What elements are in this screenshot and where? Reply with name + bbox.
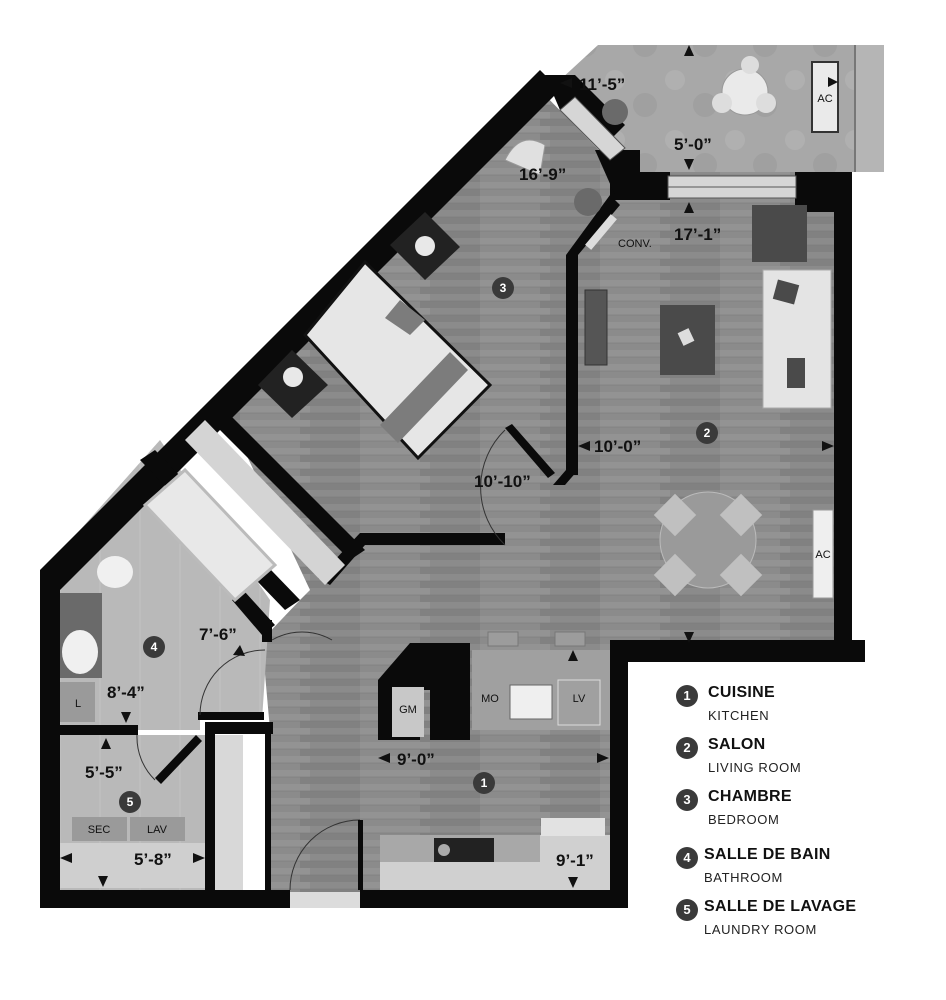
room-badges: 1 2 3 4 5 (119, 277, 718, 813)
door-leaves (155, 424, 555, 908)
mo-label: MO (481, 693, 499, 705)
dim-living-width: 10’-0” (594, 437, 641, 456)
legend-name-fr: SALLE DE LAVAGE (704, 898, 857, 915)
kitchen-fixtures: GM MO LV (380, 631, 610, 890)
plant-icon (574, 188, 602, 216)
dimensions: 11’-5” 5’-0” 16’-9” 17’-1” 10’-0” 10’-10… (60, 45, 838, 888)
room-badge-1: 1 (473, 772, 495, 794)
conv-label: CONV. (618, 238, 652, 250)
dim-balcony-width: 11’-5” (579, 75, 625, 94)
living-furniture: CONV. AC (584, 205, 834, 599)
room-badge-2: 2 (696, 422, 718, 444)
legend-name-en: BATHROOM (704, 870, 783, 885)
gm-label: GM (399, 704, 417, 716)
dim-balcony-depth: 5’-0” (674, 135, 712, 154)
dim-bedroom-length: 16’-9” (519, 165, 566, 184)
legend-item-bedroom: 3 CHAMBRE BEDROOM (676, 786, 926, 838)
legend-item-kitchen: 1 CUISINE KITCHEN (676, 682, 926, 734)
legend-badge-5: 5 (676, 899, 698, 921)
doors (136, 429, 506, 891)
legend-name-en: BEDROOM (708, 812, 780, 827)
bathroom-fixtures: L SEC LAV (60, 467, 278, 890)
toilet (97, 556, 133, 588)
legend-name-fr: CUISINE (708, 684, 775, 701)
plant-icon (602, 99, 628, 125)
legend-name-en: LAUNDRY ROOM (704, 922, 817, 937)
room-badge-4: 4 (143, 636, 165, 658)
lav-label: LAV (147, 824, 168, 836)
room-badge-5: 5 (119, 791, 141, 813)
dim-bathroom-length: 8’-4” (107, 683, 145, 702)
legend-badge-2: 2 (676, 737, 698, 759)
svg-text:4: 4 (151, 640, 158, 654)
legend-name-en: LIVING ROOM (708, 760, 802, 775)
legend-name-fr: SALLE DE BAIN (704, 846, 831, 863)
sink (509, 684, 553, 720)
closet-shelf (185, 420, 345, 585)
legend-item-laundry-room: 5 SALLE DE LAVAGE LAUNDRY ROOM (676, 896, 926, 948)
dim-living-length: 17’-1” (674, 225, 721, 244)
room-badge-3: 3 (492, 277, 514, 299)
legend-name-fr: SALON (708, 736, 766, 753)
side-table (752, 205, 807, 262)
dim-kitchen-length: 9’-1” (556, 851, 594, 870)
svg-text:1: 1 (481, 776, 488, 790)
legend-item-living-room: 2 SALON LIVING ROOM (676, 734, 926, 786)
bathtub (142, 467, 278, 603)
closet (215, 735, 243, 890)
sec-label: SEC (88, 824, 111, 836)
dim-laundry-width: 5’-8” (134, 850, 172, 869)
windows (559, 96, 797, 199)
sink (62, 630, 98, 674)
balcony-furniture: AC (602, 56, 839, 133)
tv-unit (584, 289, 608, 366)
dim-laundry-depth: 5’-5” (85, 763, 123, 782)
legend: 1 CUISINE KITCHEN 2 SALON LIVING ROOM 3 … (676, 682, 926, 948)
svg-text:2: 2 (704, 426, 711, 440)
legend-badge-1: 1 (676, 685, 698, 707)
bedroom-furniture (185, 139, 602, 585)
linen-label: L (75, 698, 81, 710)
dim-bedroom-width: 10’-10” (474, 472, 531, 491)
lv-label: LV (573, 693, 586, 705)
svg-text:3: 3 (500, 281, 507, 295)
ac-living-label: AC (815, 549, 830, 561)
legend-name-fr: CHAMBRE (708, 788, 792, 805)
dim-bathroom-width: 7’-6” (199, 625, 237, 644)
legend-badge-3: 3 (676, 789, 698, 811)
ac-balcony-label: AC (817, 93, 832, 105)
bed (303, 259, 493, 461)
legend-badge-4: 4 (676, 847, 698, 869)
legend-name-en: KITCHEN (708, 708, 770, 723)
svg-text:5: 5 (127, 795, 134, 809)
legend-item-bathroom: 4 SALLE DE BAIN BATHROOM (676, 844, 926, 896)
dim-kitchen-width: 9’-0” (397, 750, 435, 769)
